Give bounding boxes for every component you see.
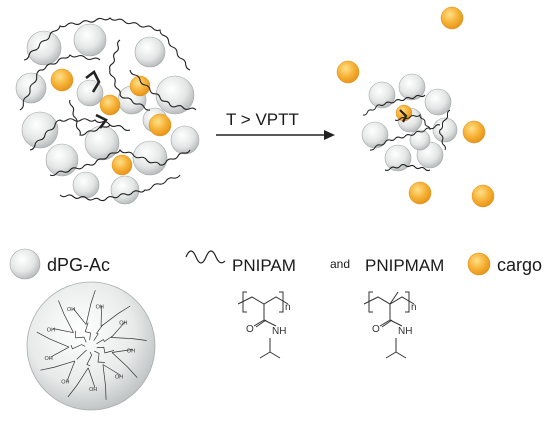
cargo-legend-label: cargo (497, 255, 542, 275)
oh-label: OH (119, 321, 127, 327)
cargo-particle (471, 184, 495, 208)
pnipmam-oxygen: O (372, 324, 380, 335)
polymer-chain (69, 99, 111, 136)
dendrimer-branch (72, 290, 96, 341)
dpg-sphere (432, 117, 458, 143)
cargo-particle (129, 75, 151, 97)
collapsed-microgel-chains (362, 94, 451, 172)
dendrimer-branch (36, 331, 86, 358)
oh-label: OH (115, 375, 123, 381)
oh-label: OH (45, 356, 53, 362)
polymer-chain (49, 148, 191, 177)
dpg-sphere (368, 81, 396, 109)
dpg-sphere (398, 73, 426, 101)
transition-arrow: T > VPTT (216, 110, 335, 140)
dendrimer-branch (96, 321, 147, 344)
cargo-particle (462, 120, 486, 144)
polymer-chain (59, 174, 181, 202)
dendrimer-branch (96, 346, 138, 378)
dpg-sphere (21, 111, 59, 149)
dendrimer-oh-labels: OH OH OH OH OH OH OH OH OH (45, 304, 136, 392)
legend: dPG-Ac PNIPAM and PNIPMAM cargo (9, 248, 542, 280)
dpg-sphere (110, 175, 140, 205)
polymer-chain (369, 124, 441, 151)
crosslink-segment (85, 70, 108, 129)
dendrimer-branch (93, 305, 131, 341)
polymer-chain (384, 164, 431, 172)
dendrimer-branch (94, 350, 122, 400)
cargo-particle (148, 113, 172, 137)
polymer-chain (394, 113, 431, 131)
dpg-sphere (170, 125, 200, 155)
pnipam-subscript: n (285, 302, 291, 313)
dpg-sphere (26, 30, 62, 66)
polymer-chain (19, 54, 101, 111)
pnipmam-nh: NH (398, 326, 412, 337)
pnipam-oxygen: O (246, 324, 254, 335)
dpg-sphere (132, 140, 168, 176)
cargo-legend-icon (467, 252, 491, 276)
dpg-sphere (45, 143, 79, 177)
swollen-microgel-spheres (15, 23, 200, 205)
polymer-chain (23, 17, 191, 71)
cargo-particle (336, 60, 360, 84)
collapsed-microgel (361, 73, 458, 172)
dendrimer-branch (52, 300, 87, 343)
oh-label: OH (127, 348, 135, 354)
polymer-chain (129, 69, 197, 111)
dpg-legend-icon (9, 248, 41, 280)
dendrimer-branch (67, 351, 96, 398)
polymer-chain-legend-icon (185, 250, 226, 264)
dpg-legend-label: dPG-Ac (47, 255, 110, 275)
pnipmam-structure (363, 291, 415, 359)
dpg-ac-sphere (26, 281, 156, 411)
cargo-particle (408, 181, 432, 205)
oh-label: OH (47, 328, 55, 334)
oh-label: OH (61, 380, 69, 386)
pnipam-structure (237, 291, 289, 359)
dpg-sphere (409, 129, 431, 151)
cargo-particle (440, 6, 464, 30)
dpg-sphere (155, 75, 195, 115)
pnipmam-legend-label: PNIPMAM (365, 256, 444, 275)
and-legend-label: and (330, 257, 350, 271)
swollen-microgel (15, 17, 200, 205)
cargo-particle (111, 154, 133, 176)
swollen-microgel-chains (19, 17, 197, 202)
oh-label: OH (96, 304, 104, 310)
polymer-chain (29, 118, 131, 151)
dpg-sphere (72, 171, 100, 199)
cargo-particle (99, 94, 121, 116)
polymer-chain (439, 109, 451, 151)
released-cargo (336, 6, 495, 208)
dpg-sphere (73, 23, 107, 57)
dendrimer-branch (40, 349, 87, 381)
cargo-particle (50, 68, 74, 92)
dendrimer-skeleton (36, 290, 147, 400)
crosslink-segment (399, 109, 408, 123)
pnipmam-subscript: n (411, 302, 417, 313)
polymer-chain (362, 94, 426, 116)
polymer-chain (109, 39, 151, 111)
pnipam-nh: NH (272, 326, 286, 337)
pnipam-legend-label: PNIPAM (232, 256, 296, 275)
oh-label: OH (67, 307, 75, 313)
dpg-ac-structure: OH OH OH OH OH OH OH OH OH (26, 281, 156, 411)
dpg-sphere (384, 144, 412, 172)
oh-label: OH (89, 387, 97, 393)
arrow-label: T > VPTT (226, 110, 299, 129)
dpg-sphere (424, 88, 452, 116)
dpg-sphere (134, 36, 166, 68)
dpg-sphere (15, 72, 47, 104)
collapsed-microgel-spheres (361, 73, 458, 172)
